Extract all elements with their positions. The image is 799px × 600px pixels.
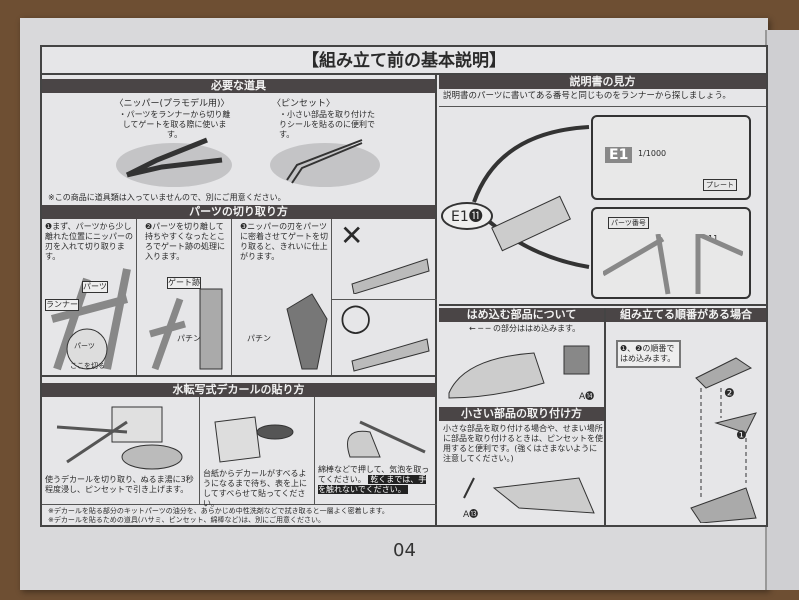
part-code-callout: E1⓫ xyxy=(441,202,493,230)
arrow-illustration xyxy=(472,125,590,269)
howto-diagram: E1⓫ E1 1/1000 プレート パーツ番号 11 xyxy=(439,106,766,306)
scale-label: 1/1000 xyxy=(638,149,667,158)
good-circle-icon: ◯ xyxy=(340,301,372,334)
decal-step-1: 使うデカールを切り取り、ぬるま湯に3秒程度浸し、ピンセットで引き上げます。 xyxy=(42,397,200,504)
step-text: 綿棒などで押して、気泡を取ってください。 乾くまでは、手を触れないでください。 xyxy=(318,465,433,495)
decal-panels: 使うデカールを切り取り、ぬるま湯に3秒程度浸し、ピンセットで引き上げます。 台紙… xyxy=(42,397,437,508)
scissors-bowl-illustration xyxy=(56,406,183,470)
plate-label: プレート xyxy=(703,179,737,191)
label-parts: パーツ xyxy=(82,281,108,293)
runner-illustration xyxy=(50,268,131,371)
cutting-panels: ❶まず、パーツから少し離れた位置にニッパーの刃を入れて切り取ります。 パーツ ラ… xyxy=(42,219,437,377)
step-text: 台紙からデカールがすべるようになるまで待ち、表を上にしてすべらせて貼ってください… xyxy=(203,469,307,508)
part-number-label: パーツ番号 xyxy=(608,217,649,229)
nipper-title: 〈ニッパー(プラモデル用)〉 xyxy=(114,99,230,109)
page-title: 【組み立て前の基本説明】 xyxy=(42,47,766,75)
right-column: 説明書の見方 説明書のパーツに書いてある番号と同じものをランナーから探しましょう… xyxy=(439,75,766,527)
snap-part-label: A⓮ xyxy=(579,392,595,402)
label-parts-zoom: パーツ xyxy=(74,342,95,350)
bad-cross-icon: ✕ xyxy=(340,219,364,252)
small-parts-text: 小さな部品を取り付ける場合や、せまい場所に部品を取り付けるときは、ピンセットを使… xyxy=(443,424,603,463)
instruction-frame: 【組み立て前の基本説明】 必要な道具 〈ニッパー(プラモデル用)〉 ・パーツをラ… xyxy=(40,45,768,527)
label-gate-mark: ゲート跡 xyxy=(167,277,201,289)
runner-part-illustration xyxy=(603,234,743,295)
snap-text: ← ─ ─ の部分ははめ込みます。 xyxy=(469,324,581,333)
step-text: ❷パーツを切り離して持ちやすくなったところでゲート跡の処理に入ります。 xyxy=(145,222,225,261)
cutting-step-1: ❶まず、パーツから少し離れた位置にニッパーの刃を入れて切り取ります。 パーツ ラ… xyxy=(42,219,137,375)
step-text-main: 綿棒などで押して、気泡を取ってください。 xyxy=(318,465,430,484)
nipper-desc: ・パーツをランナーから切り離してゲートを取る際に使います。 xyxy=(118,110,231,139)
decal-header: 水転写式デカールの貼り方 xyxy=(42,383,435,397)
howto-text: 説明書のパーツに書いてある番号と同じものをランナーから探しましょう。 xyxy=(443,91,731,101)
runner-tag-zoom: E1 1/1000 プレート xyxy=(591,115,751,200)
label-snip: パチン xyxy=(247,334,271,343)
tweezers-title: 〈ピンセット〉 xyxy=(272,99,336,109)
tweezers-icon xyxy=(270,139,380,187)
step-text: ❸ニッパーの刃をパーツに密着させてゲートを切り取ると、きれいに仕上がります。 xyxy=(240,222,328,261)
decal-note-1: ※デカールを貼る部分のキットパーツの油分を、あらかじめ中性洗剤などで拭き取ると一… xyxy=(48,507,389,515)
decal-step-2: 台紙からデカールがすべるようになるまで待ち、表を上にしてすべらせて貼ってください… xyxy=(200,397,315,508)
decal-step-3: 綿棒などで押して、気泡を取ってください。 乾くまでは、手を触れないでください。 xyxy=(315,397,435,505)
label-runner: ランナー xyxy=(45,299,79,311)
next-page-edge xyxy=(765,30,799,590)
tools-note: ※この商品に道具類は入っていませんので、別にご用意ください。 xyxy=(48,193,286,202)
label-cut-here: ここを切る xyxy=(70,362,105,370)
tweezers-part-illustration xyxy=(463,477,595,514)
page-number: 04 xyxy=(393,540,416,561)
nipper-close-illustration xyxy=(286,293,328,370)
left-column: 必要な道具 〈ニッパー(プラモデル用)〉 ・パーツをランナーから切り離してゲート… xyxy=(42,75,437,527)
step-2-marker: ❷ xyxy=(724,386,735,400)
howto-header: 説明書の見方 xyxy=(439,75,766,89)
cutting-step-2: ❷パーツを切り離して持ちやすくなったところでゲート跡の処理に入ります。 ゲート跡… xyxy=(137,219,232,375)
step-text: 使うデカールを切り取り、ぬるま湯に3秒程度浸し、ピンセットで引き上げます。 xyxy=(45,475,194,494)
bad-result-illustration xyxy=(351,258,430,294)
tools-header: 必要な道具 xyxy=(42,79,435,93)
tweezers-desc: ・小さい部品を取り付けたりシールを貼るのに便利です。 xyxy=(279,110,375,139)
small-parts-header: 小さい部品の取り付け方 xyxy=(439,407,604,421)
step-1-marker: ❶ xyxy=(736,428,747,442)
label-snip: パチン xyxy=(177,334,201,343)
snap-small-section: はめ込む部品について ← ─ ─ の部分ははめ込みます。 A⓮ 小さい部品の取り… xyxy=(439,308,606,527)
assembly-order-illustration xyxy=(690,357,757,523)
decal-note-2: ※デカールを貼るための道具(ハサミ、ピンセット、綿棒など)は、別にご用意ください… xyxy=(48,516,326,524)
gate-illustration xyxy=(149,288,223,371)
cotton-swab-illustration xyxy=(347,420,426,458)
cutting-header: パーツの切り取り方 xyxy=(42,205,435,219)
step-text: ❶まず、パーツから少し離れた位置にニッパーの刃を入れて切り取ります。 xyxy=(45,222,133,261)
small-part-label: A⓭ xyxy=(463,510,479,520)
good-result-illustration xyxy=(351,338,430,372)
runner-label: E1 xyxy=(605,147,633,163)
order-section: 組み立てる順番がある場合 ❶、❷の順番ではめ込みます。 ❷ ❶ xyxy=(606,308,766,527)
decal-slide-illustration xyxy=(214,416,294,463)
order-callout: ❶、❷の順番ではめ込みます。 xyxy=(616,340,681,368)
nipper-icon xyxy=(116,137,232,187)
order-header: 組み立てる順番がある場合 xyxy=(606,308,766,322)
cutting-step-3: ❸ニッパーの刃をパーツに密着させてゲートを切り取ると、きれいに仕上がります。 パ… xyxy=(232,219,332,375)
part-number-zoom: パーツ番号 11 xyxy=(591,207,751,299)
snap-header: はめ込む部品について xyxy=(439,308,604,322)
snap-parts-illustration xyxy=(448,345,590,399)
cutting-comparison: ✕ ◯ xyxy=(332,219,437,377)
